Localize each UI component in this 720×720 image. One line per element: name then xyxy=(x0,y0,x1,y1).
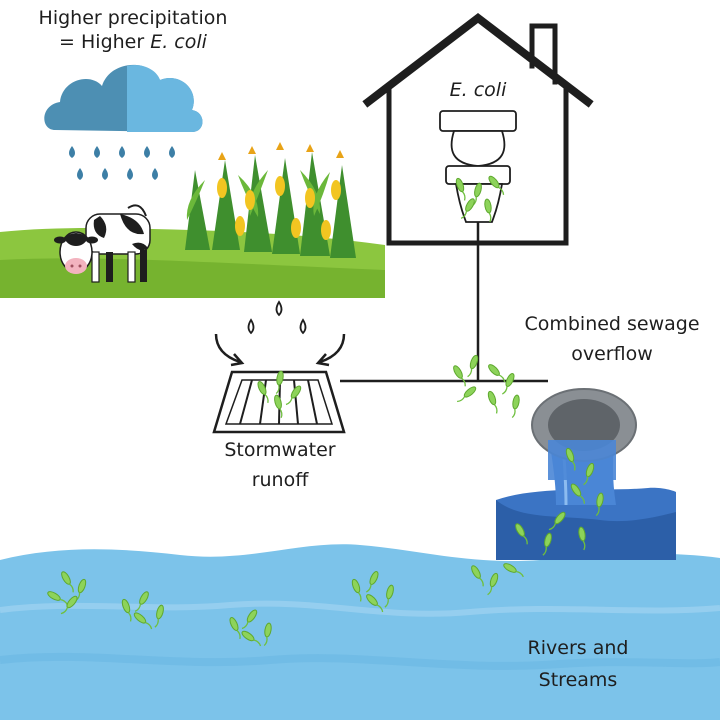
river-water xyxy=(0,544,720,720)
rivers-label-line2: Streams xyxy=(538,669,618,691)
precipitation-label-ecoli: E. coli xyxy=(150,31,207,53)
precipitation-label-line2: = Higher E. coli xyxy=(22,30,244,54)
stormwater-label-line2: runoff xyxy=(251,469,309,491)
precipitation-label-prefix: = Higher xyxy=(59,31,151,53)
house-icon xyxy=(362,12,594,246)
corn-field-icon xyxy=(185,142,356,258)
precipitation-label: Higher precipitation = Higher E. coli xyxy=(22,6,244,54)
precipitation-label-line1: Higher precipitation xyxy=(38,7,228,29)
rivers-label-line1: Rivers and xyxy=(527,637,629,659)
cso-label-line2: overflow xyxy=(571,343,653,365)
house-ecoli-text: E. coli xyxy=(449,79,507,101)
outflow-pipe-icon xyxy=(496,388,676,560)
stormwater-runoff-label: Stormwater runoff xyxy=(200,438,360,492)
house-ecoli-label: E. coli xyxy=(440,78,516,102)
toilet-icon xyxy=(439,110,517,223)
combined-sewage-overflow-label: Combined sewage overflow xyxy=(508,312,716,366)
cow-icon xyxy=(54,204,151,283)
storm-drain-icon xyxy=(212,300,346,434)
rain-cloud-icon xyxy=(44,64,203,180)
rivers-streams-label: Rivers and Streams xyxy=(506,636,650,692)
stormwater-label-line1: Stormwater xyxy=(224,439,336,461)
cso-label-line1: Combined sewage xyxy=(524,313,700,335)
